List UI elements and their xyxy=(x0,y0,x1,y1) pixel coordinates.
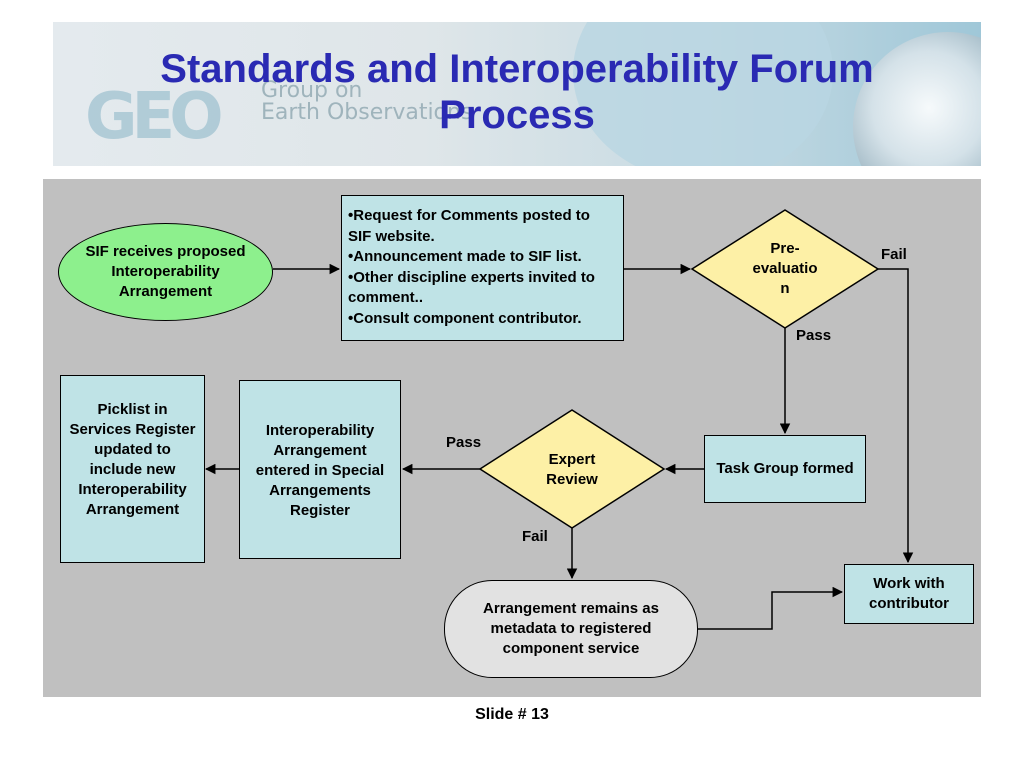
banner-decoration xyxy=(573,22,833,166)
pre-evaluation-line1: Pre- xyxy=(770,240,800,257)
slide-title: Standards and Interoperability Forum Pro… xyxy=(53,46,981,138)
slide-title-line2: Process xyxy=(439,93,595,137)
geo-org-line1: Group on xyxy=(261,78,363,103)
pre-evaluation-text: Pre- evaluatio n xyxy=(735,239,835,299)
slide-number: Slide # 13 xyxy=(475,706,549,723)
request-for-comments-node: •Request for Comments posted to SIF webs… xyxy=(341,195,624,341)
rfc-item-3: •Other discipline experts invited to com… xyxy=(348,268,595,307)
special-register-node: Interoperability Arrangement entered in … xyxy=(239,380,401,559)
task-group-text: Task Group formed xyxy=(716,460,854,477)
sif-receives-node: SIF receives proposed Interoperability A… xyxy=(58,223,273,321)
expert-review-line2: Review xyxy=(546,471,598,488)
task-group-node: Task Group formed xyxy=(704,435,866,503)
rfc-item-2: •Announcement made to SIF list. xyxy=(348,248,582,266)
header-banner: GEO Group on Earth Observations xyxy=(53,22,981,166)
rfc-item-1: •Request for Comments posted to SIF webs… xyxy=(348,207,590,245)
expert-review-fail-label: Fail xyxy=(522,528,548,545)
pre-evaluation-fail-label: Fail xyxy=(881,246,907,263)
arrow-pre-evaluation-fail xyxy=(878,268,914,564)
metadata-text: Arrangement remains as metadata to regis… xyxy=(483,600,659,657)
expert-review-text: Expert Review xyxy=(522,450,622,490)
picklist-node: Picklist in Services Register updated to… xyxy=(60,375,205,563)
pre-evaluation-pass-label: Pass xyxy=(796,327,832,344)
sif-receives-text: SIF receives proposed Interoperability A… xyxy=(85,243,246,300)
rfc-item-4: •Consult component contributor. xyxy=(348,309,582,327)
geo-logo: GEO xyxy=(85,80,224,154)
pre-evaluation-line2: evaluatio xyxy=(752,260,818,277)
geo-org-line2: Earth Observations xyxy=(261,100,473,125)
geo-organization-name: Group on Earth Observations xyxy=(261,80,472,124)
slide-title-line1: Standards and Interoperability Forum xyxy=(160,47,874,91)
work-with-contributor-text: Work with contributor xyxy=(869,575,949,612)
arrow-metadata-to-work-with xyxy=(698,586,844,630)
special-register-text: Interoperability Arrangement entered in … xyxy=(255,422,385,519)
expert-review-line1: Expert xyxy=(548,451,596,468)
metadata-node: Arrangement remains as metadata to regis… xyxy=(444,580,698,678)
expert-review-pass-label: Pass xyxy=(446,434,482,451)
pre-evaluation-line3: n xyxy=(780,280,790,297)
picklist-text: Picklist in Services Register updated to… xyxy=(69,401,196,518)
work-with-contributor-node: Work with contributor xyxy=(844,564,974,624)
